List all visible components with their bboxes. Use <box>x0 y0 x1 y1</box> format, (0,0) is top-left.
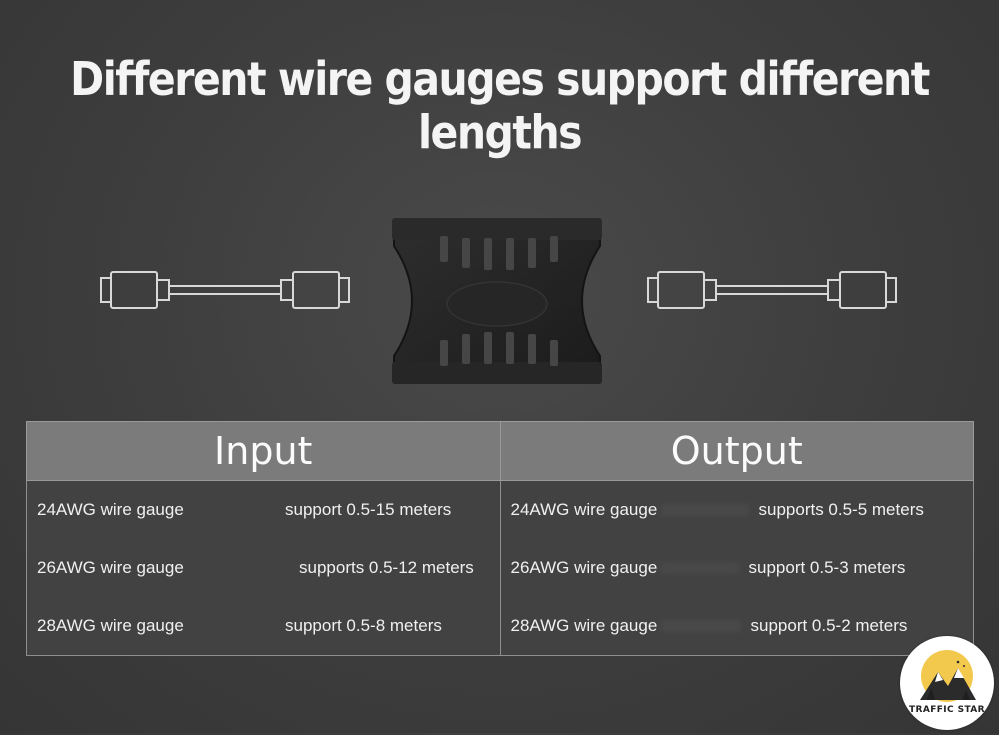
table-row: 26AWG wire gauge supports 0.5-12 meters … <box>26 539 974 597</box>
wire-gauge-table: Input Output 24AWG wire gauge support 0.… <box>26 421 974 656</box>
blurred-text <box>660 504 749 516</box>
input-support: support 0.5-15 meters <box>285 500 452 519</box>
input-support: support 0.5-8 meters <box>285 616 442 635</box>
output-gauge: 26AWG wire gauge <box>510 558 658 577</box>
usb-c-cable-icon <box>100 271 350 309</box>
blurred-text <box>660 620 741 632</box>
input-gauge: 26AWG wire gauge <box>37 558 184 577</box>
input-cell: 28AWG wire gauge support 0.5-8 meters <box>26 597 501 656</box>
output-support: supports 0.5-5 meters <box>758 500 924 519</box>
input-gauge: 24AWG wire gauge <box>37 500 184 519</box>
output-cell: 24AWG wire gauge supports 0.5-5 meters <box>499 480 974 539</box>
headline: Different wire gauges support different … <box>70 52 930 160</box>
blurred-text <box>660 562 739 574</box>
input-gauge: 28AWG wire gauge <box>37 616 184 635</box>
output-gauge: 28AWG wire gauge <box>510 616 658 635</box>
logo-mountain-icon <box>920 650 976 702</box>
output-cell: 26AWG wire gauge support 0.5-3 meters <box>499 539 974 597</box>
output-support: support 0.5-2 meters <box>750 616 908 635</box>
usb-c-adapter-icon <box>392 218 602 384</box>
table-header-row: Input Output <box>26 421 974 481</box>
output-cell: 28AWG wire gauge support 0.5-2 meters <box>499 597 974 656</box>
usb-c-cable-icon <box>647 271 897 309</box>
traffic-star-logo: TRAFFIC STAR <box>900 636 994 730</box>
input-header: Input <box>26 421 501 481</box>
output-gauge: 24AWG wire gauge <box>510 500 658 519</box>
output-support: support 0.5-3 meters <box>748 558 906 577</box>
table-row: 28AWG wire gauge support 0.5-8 meters 28… <box>26 597 974 656</box>
output-header: Output <box>499 421 974 481</box>
table-row: 24AWG wire gauge support 0.5-15 meters 2… <box>26 480 974 539</box>
logo-text: TRAFFIC STAR <box>908 705 986 715</box>
input-cell: 24AWG wire gauge support 0.5-15 meters <box>26 480 501 539</box>
input-support: supports 0.5-12 meters <box>299 558 474 577</box>
input-cell: 26AWG wire gauge supports 0.5-12 meters <box>26 539 501 597</box>
